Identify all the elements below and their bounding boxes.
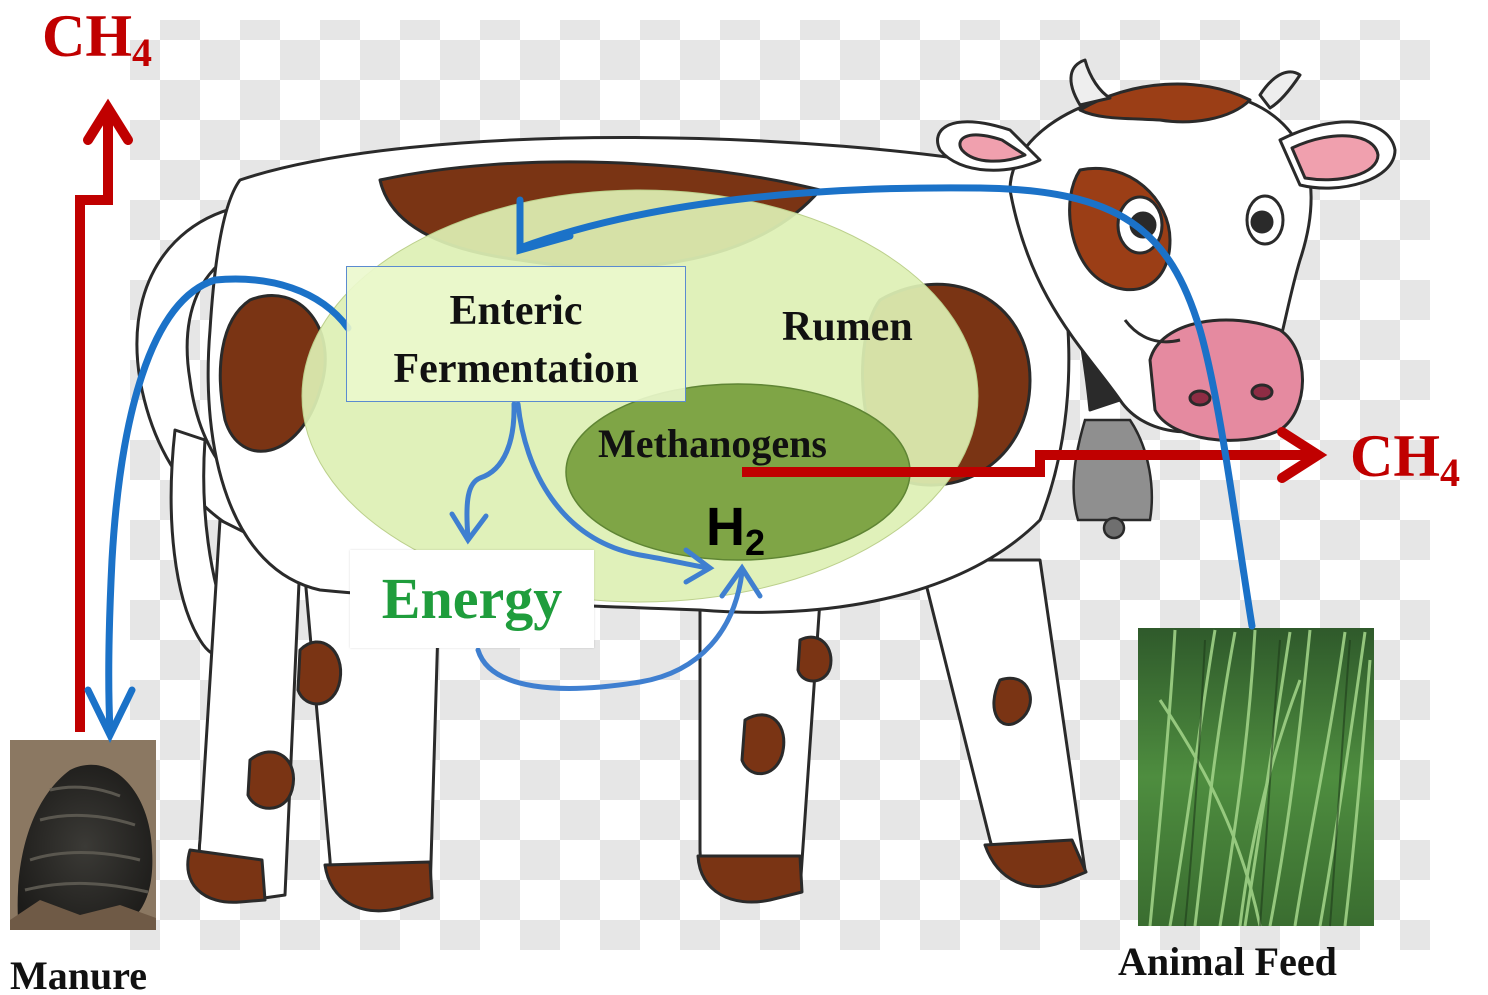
rumen-label: Rumen (782, 306, 913, 348)
manure-label: Manure (10, 956, 147, 995)
cow-bell-icon (1074, 420, 1152, 538)
methanogens-label: Methanogens (598, 424, 827, 464)
animal-feed-label: Animal Feed (1118, 942, 1337, 982)
manure-photo (10, 740, 156, 930)
ch4-label-right: CH4 (1350, 426, 1460, 493)
enteric-fermentation-label: Enteric Fermentation (346, 282, 686, 398)
methane-arrow-manure (80, 108, 128, 732)
enteric-line1: Enteric (346, 282, 686, 340)
grass-photo (1138, 628, 1374, 926)
h2-label: H2 (706, 500, 765, 561)
ch4-label-top-left: CH4 (42, 6, 152, 73)
energy-label: Energy (350, 570, 594, 628)
enteric-line2: Fermentation (346, 340, 686, 398)
